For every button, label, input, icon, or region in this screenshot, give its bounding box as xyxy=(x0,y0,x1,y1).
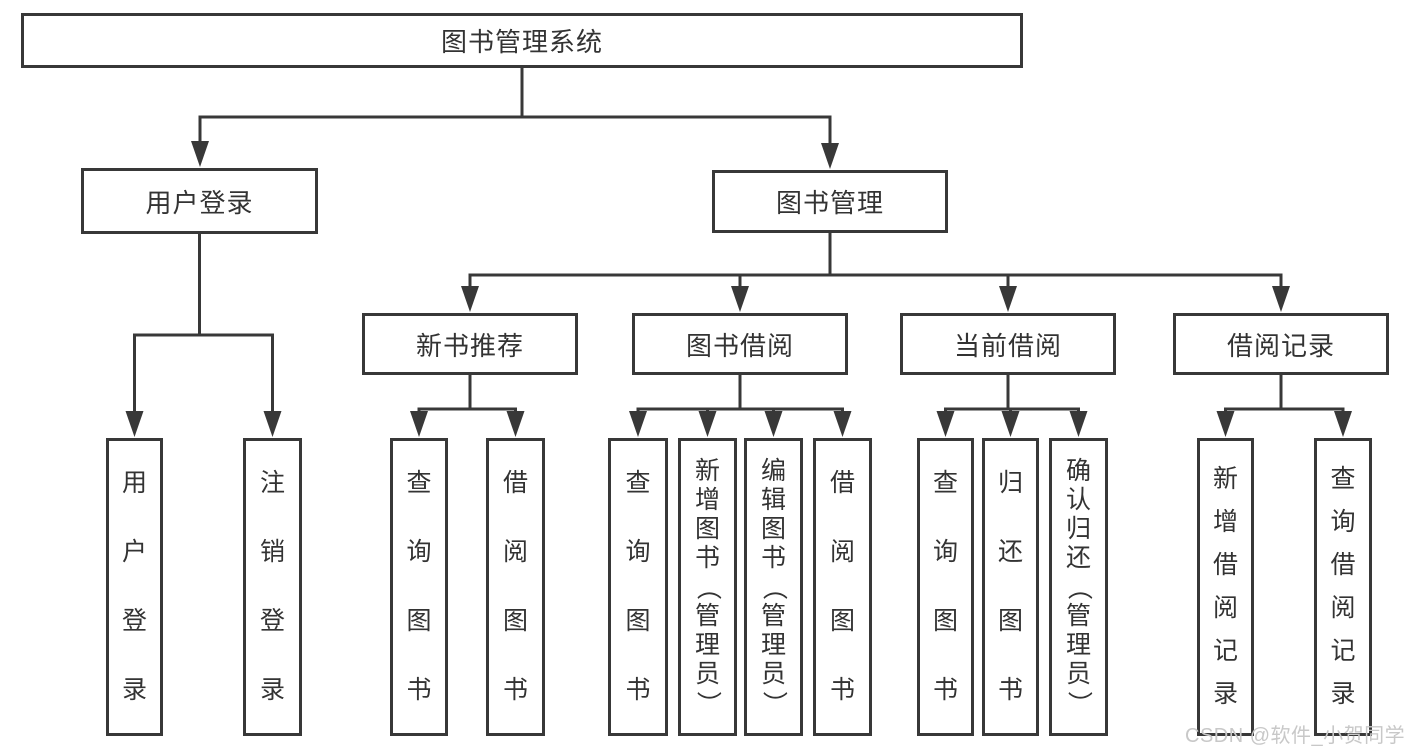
leaf-add-book-admin: 新增图书（管理员） xyxy=(678,438,737,736)
leaf-edit-book-admin: 编辑图书（管理员） xyxy=(744,438,803,736)
node-current-borrow-label: 当前借阅 xyxy=(953,330,1062,361)
node-user-login-label: 用户登录 xyxy=(145,187,254,218)
node-library-system-label: 图书管理系统 xyxy=(440,27,603,57)
arrowheads xyxy=(125,141,1352,437)
leaf-query-books-recommend-label: 查询图书 xyxy=(406,469,432,704)
leaf-confirm-return-admin: 确认归还（管理员） xyxy=(1049,438,1108,736)
leaf-add-borrow-record: 新增借阅记录 xyxy=(1197,438,1254,736)
leaf-query-books-current: 查询图书 xyxy=(917,438,974,736)
leaf-borrow-books-label: 借阅图书 xyxy=(830,469,856,704)
leaf-user-login: 用户登录 xyxy=(106,438,163,736)
node-borrow-records-label: 借阅记录 xyxy=(1226,330,1335,361)
node-borrow-records: 借阅记录 xyxy=(1173,313,1389,375)
node-new-book-recommend-label: 新书推荐 xyxy=(415,330,524,361)
leaf-borrow-books-recommend: 借阅图书 xyxy=(486,438,545,736)
node-library-system: 图书管理系统 xyxy=(21,13,1023,68)
node-user-login: 用户登录 xyxy=(81,168,318,234)
leaf-logout: 注销登录 xyxy=(243,438,302,736)
leaf-return-book: 归还图书 xyxy=(982,438,1039,736)
leaf-query-borrow-record: 查询借阅记录 xyxy=(1314,438,1372,736)
leaf-edit-book-admin-label: 编辑图书（管理员） xyxy=(760,456,788,716)
node-book-management: 图书管理 xyxy=(712,170,948,233)
node-current-borrow: 当前借阅 xyxy=(900,313,1116,375)
leaf-query-books-borrow: 查询图书 xyxy=(608,438,668,736)
node-book-borrow-label: 图书借阅 xyxy=(685,330,794,361)
node-book-management-label: 图书管理 xyxy=(775,188,884,218)
leaf-borrow-books-recommend-label: 借阅图书 xyxy=(503,469,529,704)
node-new-book-recommend: 新书推荐 xyxy=(362,313,578,375)
leaf-return-book-label: 归还图书 xyxy=(998,469,1024,704)
leaf-add-borrow-record-label: 新增借阅记录 xyxy=(1213,465,1239,708)
leaf-logout-label: 注销登录 xyxy=(260,469,286,704)
leaf-confirm-return-admin-label: 确认归还（管理员） xyxy=(1065,456,1093,716)
leaf-query-books-borrow-label: 查询图书 xyxy=(625,469,651,704)
leaf-borrow-books: 借阅图书 xyxy=(813,438,872,736)
leaf-query-books-current-label: 查询图书 xyxy=(933,469,959,704)
leaf-add-book-admin-label: 新增图书（管理员） xyxy=(694,456,722,716)
leaf-user-login-label: 用户登录 xyxy=(122,469,148,704)
node-book-borrow: 图书借阅 xyxy=(632,313,848,375)
leaf-query-books-recommend: 查询图书 xyxy=(390,438,448,736)
watermark: CSDN @软件_小贺同学 xyxy=(1185,725,1405,747)
leaf-query-borrow-record-label: 查询借阅记录 xyxy=(1330,465,1356,708)
